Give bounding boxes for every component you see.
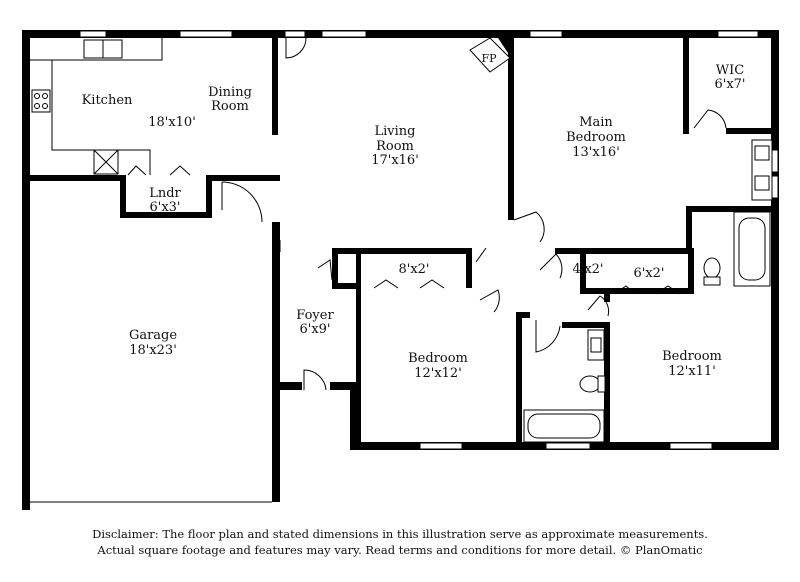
dining-dims: 18'x10' (148, 115, 196, 130)
wic-dims: 6'x7' (714, 77, 745, 92)
kitchen-label: Kitchen (82, 93, 133, 108)
window (79, 30, 107, 38)
toilet-icon (579, 375, 601, 393)
window (321, 30, 367, 38)
doors (127, 37, 727, 391)
main-bedroom-dims: 13'x16' (572, 145, 620, 160)
window (717, 30, 759, 38)
disclaimer-line-1: Disclaimer: The floor plan and stated di… (92, 527, 708, 541)
window (419, 442, 463, 450)
main-bedroom-label-line2: Bedroom (566, 130, 626, 145)
closet-6x2-dims: 6'x2' (633, 266, 664, 281)
stove-icon (31, 89, 51, 113)
laundry-dims: 6'x3' (149, 200, 180, 215)
sink-icon (754, 145, 770, 161)
living-label-line2: Room (376, 139, 414, 154)
foyer-dims: 6'x9' (299, 322, 330, 337)
disclaimer-line-2: Actual square footage and features may v… (97, 543, 703, 557)
closet-8x2-dims: 8'x2' (398, 262, 429, 277)
window (529, 30, 563, 38)
window (545, 442, 591, 450)
bedroom-1-label: Bedroom (408, 351, 468, 366)
living-label-line1: Living (375, 124, 416, 139)
laundry-label: Lndr (149, 186, 181, 201)
window (179, 30, 233, 38)
floor-plan: Kitchen Dining Room 18'x10' Living Room … (22, 30, 779, 510)
wic-label: WIC (716, 63, 744, 78)
closet-4x2-dims: 4'x2' (572, 262, 603, 277)
fireplace (469, 37, 514, 73)
dining-label-line1: Dining (208, 85, 252, 100)
interior-walls (30, 38, 779, 450)
bedroom-1-dims: 12'x12' (414, 366, 462, 381)
sink-icon (587, 329, 605, 361)
window (669, 442, 713, 450)
bedroom-2-dims: 12'x11' (668, 364, 716, 379)
sink-icon (754, 175, 770, 191)
main-bedroom-label-line1: Main (579, 115, 613, 130)
garage-label: Garage (129, 328, 177, 343)
garage-dims: 18'x23' (129, 343, 177, 358)
foyer-label: Foyer (296, 308, 334, 323)
window (771, 175, 779, 199)
windows (79, 30, 779, 450)
room-labels: Kitchen Dining Room 18'x10' Living Room … (82, 52, 746, 381)
toilet-icon (703, 257, 721, 279)
disclaimer: Disclaimer: The floor plan and stated di… (0, 526, 800, 558)
living-dims: 17'x16' (371, 153, 419, 168)
bath-fixtures (523, 139, 773, 443)
kitchen-counters (30, 38, 163, 175)
bedroom-2-label: Bedroom (662, 349, 722, 364)
bathtub-icon (523, 409, 605, 443)
window (771, 149, 779, 173)
dining-label-line2: Room (211, 99, 249, 114)
fireplace-label: FP (481, 52, 497, 65)
window (284, 30, 306, 38)
